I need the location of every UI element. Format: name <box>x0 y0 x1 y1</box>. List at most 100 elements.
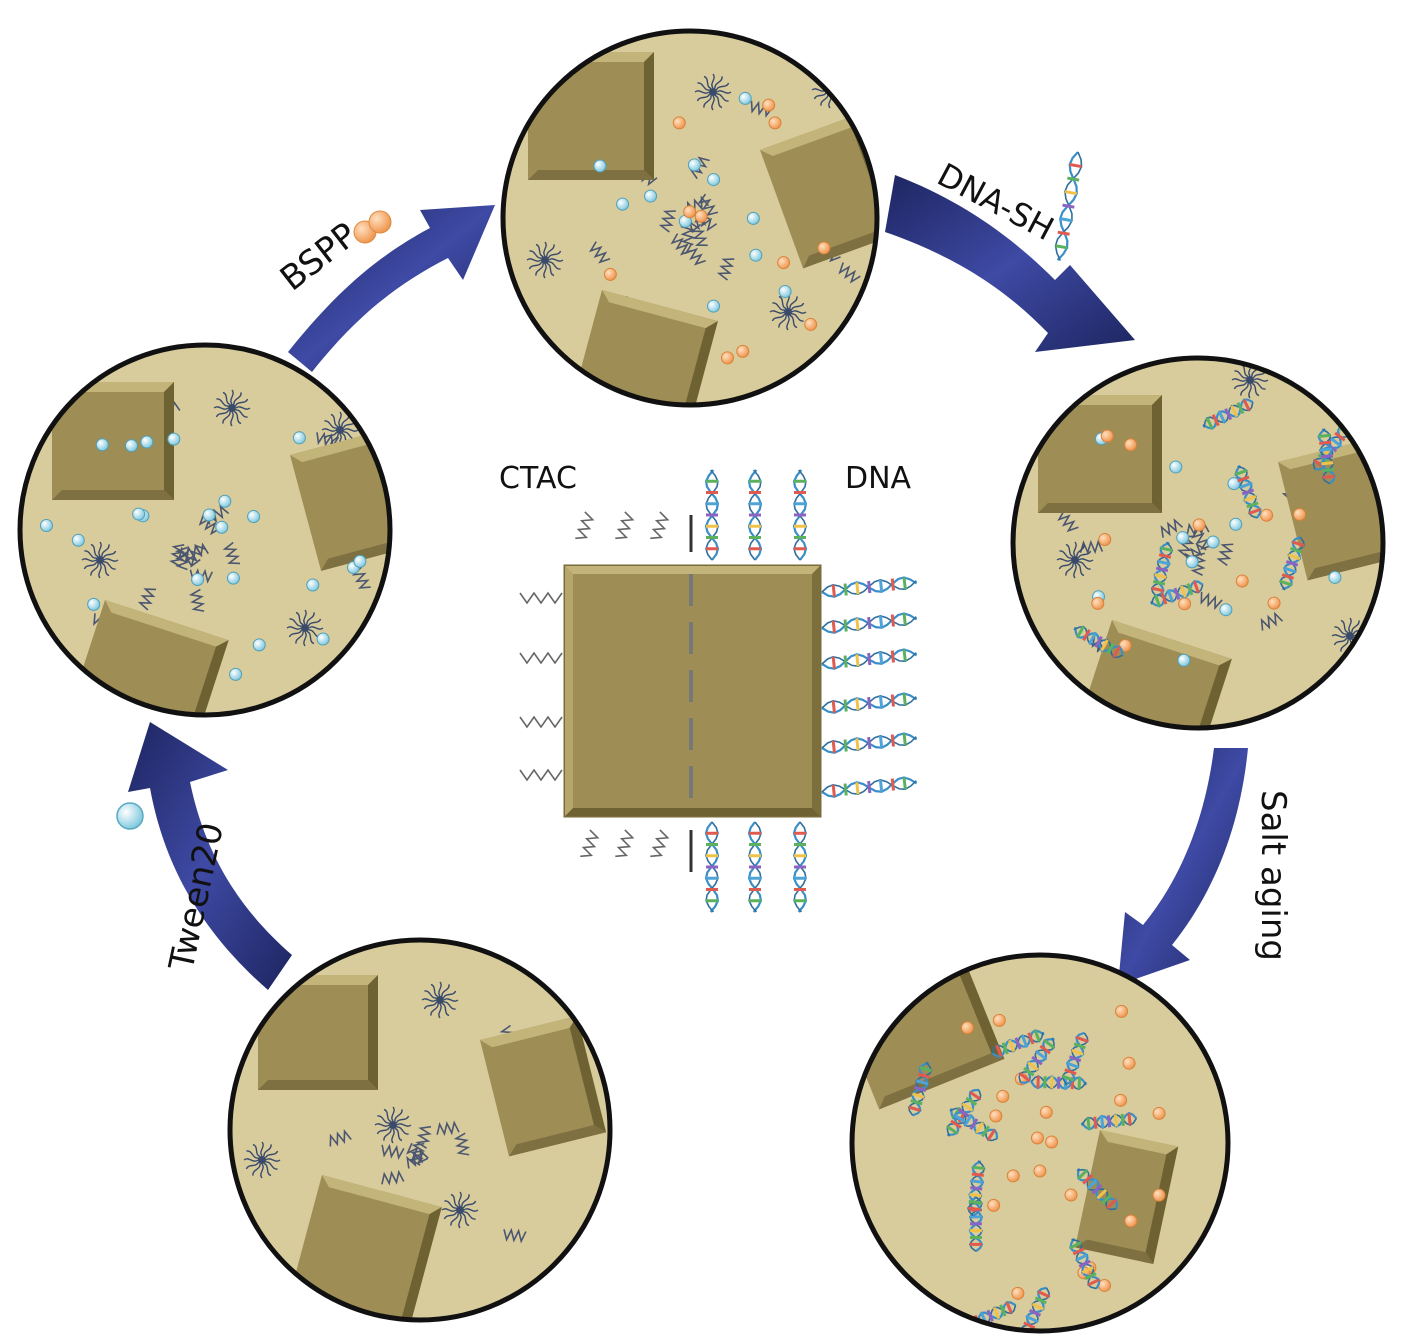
bspp-bead <box>804 317 818 331</box>
bspp-bead <box>1235 574 1249 588</box>
micelle <box>1231 361 1269 399</box>
tween20-bead <box>191 573 205 587</box>
dna-strand <box>704 821 720 913</box>
tween20-bead <box>1185 555 1199 569</box>
bspp-bead <box>1118 639 1132 653</box>
arrow-bspp <box>288 205 495 372</box>
nanocube <box>480 1015 607 1157</box>
tween20-bead <box>140 435 154 449</box>
dna-sh-strand-icon <box>1054 151 1083 261</box>
tween20-bead <box>644 189 658 203</box>
tween20-bead <box>316 632 330 646</box>
micelle <box>421 981 459 1019</box>
bspp-bead <box>1267 596 1281 610</box>
dna-strand <box>821 776 918 798</box>
dna-strand <box>1279 536 1305 591</box>
dna-strand <box>704 469 720 561</box>
bspp-bead <box>1039 1105 1053 1119</box>
tween20-bead <box>167 432 181 446</box>
dna-strand <box>821 612 918 634</box>
tween20-bead <box>1219 603 1233 617</box>
tween20-bead <box>1206 535 1220 549</box>
bspp-bead <box>1260 508 1274 522</box>
bspp-bead <box>1124 438 1138 452</box>
bspp-bead <box>1098 533 1112 547</box>
micelle <box>441 1191 479 1229</box>
tween20-bead <box>306 578 320 592</box>
nanocube <box>1038 395 1162 513</box>
dna-strand <box>967 1160 986 1217</box>
dna-strand <box>1018 1037 1056 1084</box>
tween20-bead <box>749 248 763 262</box>
tween20-bead <box>778 284 792 298</box>
tween20-bead <box>252 638 266 652</box>
dna-strand <box>1054 151 1083 261</box>
dna-strand <box>1080 1111 1138 1131</box>
micelle <box>1056 541 1094 579</box>
tween20-bead <box>124 439 138 453</box>
tween20-bead <box>1328 570 1342 584</box>
bspp-bead <box>603 267 617 281</box>
bspp-bead <box>1115 1004 1129 1018</box>
bspp-bead <box>1124 1214 1138 1228</box>
bspp-bead <box>1045 1135 1059 1149</box>
micelle <box>81 541 119 579</box>
circle-bspp-added <box>500 28 880 408</box>
bspp-bead <box>777 256 791 270</box>
tween20-bead <box>1227 477 1241 491</box>
bspp-bead <box>1064 1188 1078 1202</box>
bspp-bead <box>817 241 831 255</box>
bspp-bead <box>1006 1169 1020 1183</box>
tween20-bead <box>132 507 146 521</box>
arrow-tween20 <box>128 722 292 990</box>
bspp-bead-icon <box>353 210 392 244</box>
tween20-bead <box>218 494 232 508</box>
tween20-bead <box>593 159 607 173</box>
tween20-bead <box>39 518 53 532</box>
tween20-bead <box>292 431 306 445</box>
bspp-bead <box>1030 1131 1044 1145</box>
dna-strand <box>792 469 808 561</box>
nanocube <box>258 975 378 1090</box>
tween20-bead <box>746 211 760 225</box>
center-cube-schematic <box>563 515 822 872</box>
tween20-bead <box>707 173 721 187</box>
tween20-bead <box>738 91 752 105</box>
dna-strand <box>821 692 918 714</box>
dna-strand <box>907 1061 933 1117</box>
bspp-bead <box>1091 596 1105 610</box>
bspp-bead <box>989 1109 1003 1123</box>
tween20-bead <box>87 597 101 611</box>
bspp-bead <box>1192 518 1206 532</box>
dna-strand <box>1150 541 1174 598</box>
bspp-bead <box>736 344 750 358</box>
dna-strand <box>1202 398 1254 430</box>
bspp-bead <box>987 1198 1001 1212</box>
tween20-bead <box>616 197 630 211</box>
bspp-bead <box>1114 1093 1128 1107</box>
dna-strand <box>946 1088 982 1137</box>
tween20-bead <box>687 158 701 172</box>
label-salt-aging: Salt aging <box>1253 790 1293 961</box>
tween20-bead <box>247 510 261 524</box>
bspp-bead <box>1011 1286 1025 1300</box>
bspp-bead <box>694 209 708 223</box>
bspp-bead <box>1122 1056 1136 1070</box>
tween20-bead <box>1229 517 1243 531</box>
tween20-bead-icon <box>116 802 144 830</box>
bspp-bead <box>1178 597 1192 611</box>
micelle <box>213 389 251 427</box>
bspp-bead <box>992 1013 1006 1027</box>
dna-strand <box>1317 428 1337 485</box>
circle-ctac-cubes <box>227 937 613 1323</box>
dna-strand <box>1076 1168 1119 1211</box>
dna-strand <box>1073 625 1124 659</box>
bspp-bead <box>720 351 734 365</box>
dna-strand <box>821 732 918 754</box>
center-ligands <box>519 469 918 913</box>
dna-strand <box>1234 464 1262 519</box>
dna-strand <box>747 821 763 913</box>
tween20-bead <box>215 520 229 534</box>
bspp-bead <box>1033 1164 1047 1178</box>
